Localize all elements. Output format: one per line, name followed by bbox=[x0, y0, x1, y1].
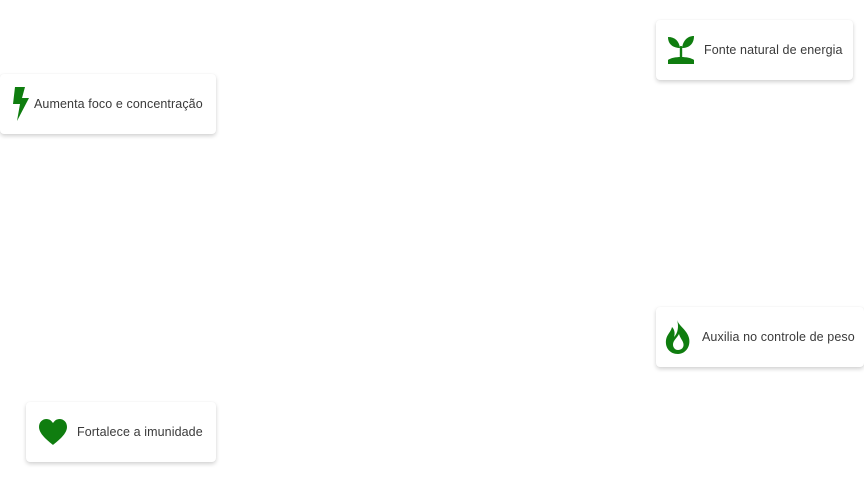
heart-icon bbox=[38, 417, 68, 447]
benefit-card-immunity: Fortalece a imunidade bbox=[26, 402, 216, 462]
benefit-label-focus: Aumenta foco e concentração bbox=[34, 97, 203, 111]
lightning-bolt-icon bbox=[10, 87, 32, 121]
benefit-card-weight: Auxilia no controle de peso bbox=[656, 307, 864, 367]
benefit-label-weight: Auxilia no controle de peso bbox=[702, 330, 855, 344]
benefit-label-energy: Fonte natural de energia bbox=[704, 43, 843, 57]
sprout-icon bbox=[665, 34, 697, 66]
benefit-card-focus: Aumenta foco e concentração bbox=[0, 74, 216, 134]
flame-icon bbox=[664, 320, 692, 354]
benefit-label-immunity: Fortalece a imunidade bbox=[77, 425, 203, 439]
benefit-card-energy: Fonte natural de energia bbox=[656, 20, 853, 80]
